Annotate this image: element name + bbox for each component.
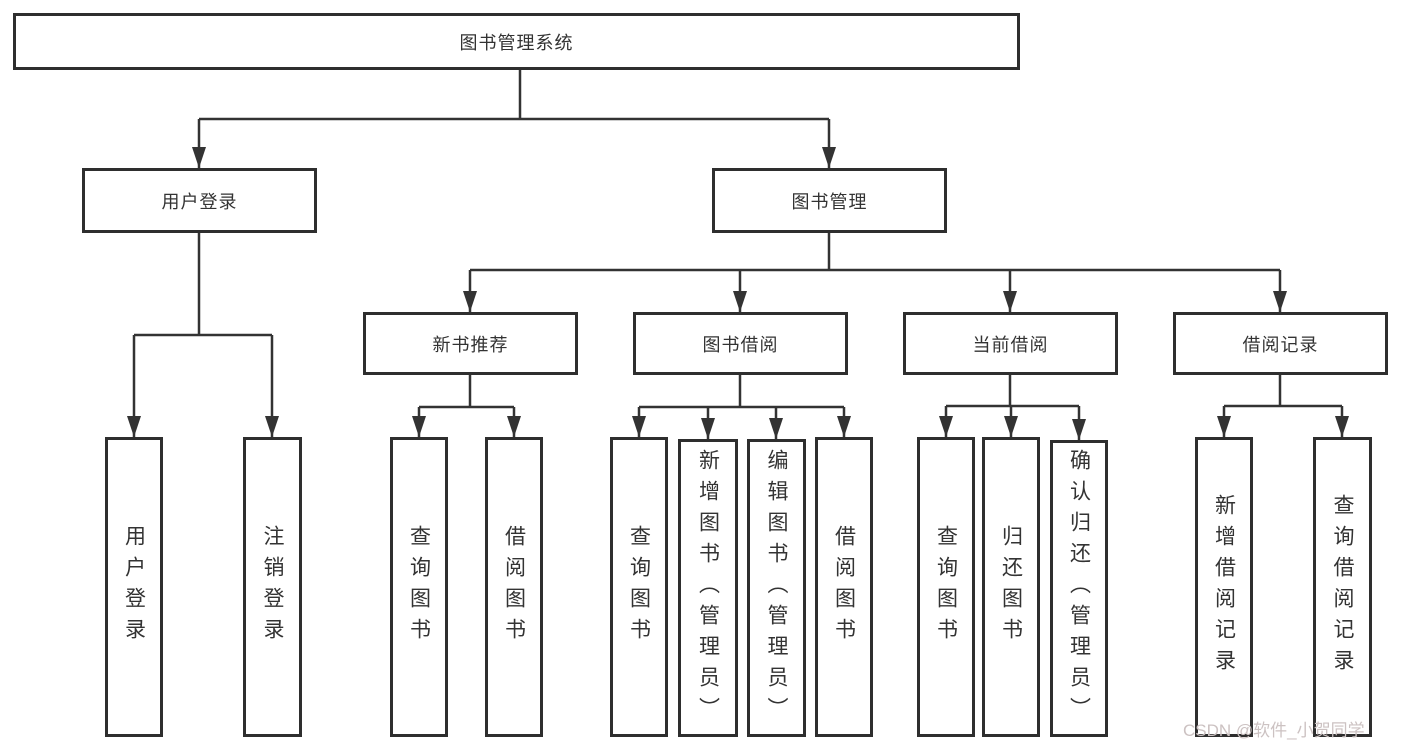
leaf-confirm-return-admin: 确认归还（管理员） (1050, 440, 1108, 737)
node-label: 用户登录 (161, 191, 238, 212)
node-user-login: 用户登录 (82, 168, 317, 233)
leaf-add-book-admin: 新增图书（管理员） (678, 439, 738, 737)
leaf-query-borrow-record: 查询借阅记录 (1313, 437, 1372, 737)
node-label: 新书推荐 (432, 334, 509, 355)
node-label: 编辑图书（管理员） (765, 448, 788, 728)
node-label: 查询图书 (934, 525, 958, 649)
node-label: 新增图书（管理员） (696, 448, 720, 728)
node-library-management-system: 图书管理系统 (13, 13, 1020, 70)
node-label: 图书管理 (791, 191, 868, 212)
node-label: 查询图书 (627, 525, 651, 649)
node-borrowing-records: 借阅记录 (1173, 312, 1388, 375)
node-book-borrowing: 图书借阅 (633, 312, 848, 375)
node-label: 借阅记录 (1242, 334, 1319, 355)
leaf-query-books-recommendation: 查询图书 (390, 437, 448, 737)
node-label: 借阅图书 (502, 525, 526, 649)
leaf-return-book: 归还图书 (982, 437, 1040, 737)
node-new-book-recommendation: 新书推荐 (363, 312, 578, 375)
leaf-edit-book-admin: 编辑图书（管理员） (747, 439, 806, 737)
node-label: 当前借阅 (972, 334, 1049, 355)
node-label: 注销登录 (261, 525, 284, 649)
leaf-query-books-borrowing: 查询图书 (610, 437, 668, 737)
leaf-query-books-current: 查询图书 (917, 437, 975, 737)
node-label: 借阅图书 (832, 525, 856, 649)
leaf-borrow-book: 借阅图书 (815, 437, 873, 737)
node-label: 查询图书 (407, 525, 431, 649)
node-book-management: 图书管理 (712, 168, 947, 233)
node-label: 确认归还（管理员） (1067, 449, 1091, 728)
leaf-user-login: 用户登录 (105, 437, 163, 737)
node-label: 归还图书 (999, 525, 1023, 649)
node-label: 查询借阅记录 (1331, 494, 1354, 680)
node-label: 图书借阅 (702, 334, 779, 355)
node-label: 图书管理系统 (459, 32, 574, 53)
node-label: 用户登录 (122, 525, 146, 649)
leaf-add-borrow-record: 新增借阅记录 (1195, 437, 1253, 737)
leaf-borrow-books-recommendation: 借阅图书 (485, 437, 543, 737)
node-current-borrowing: 当前借阅 (903, 312, 1118, 375)
leaf-logout: 注销登录 (243, 437, 302, 737)
node-label: 新增借阅记录 (1212, 494, 1236, 680)
